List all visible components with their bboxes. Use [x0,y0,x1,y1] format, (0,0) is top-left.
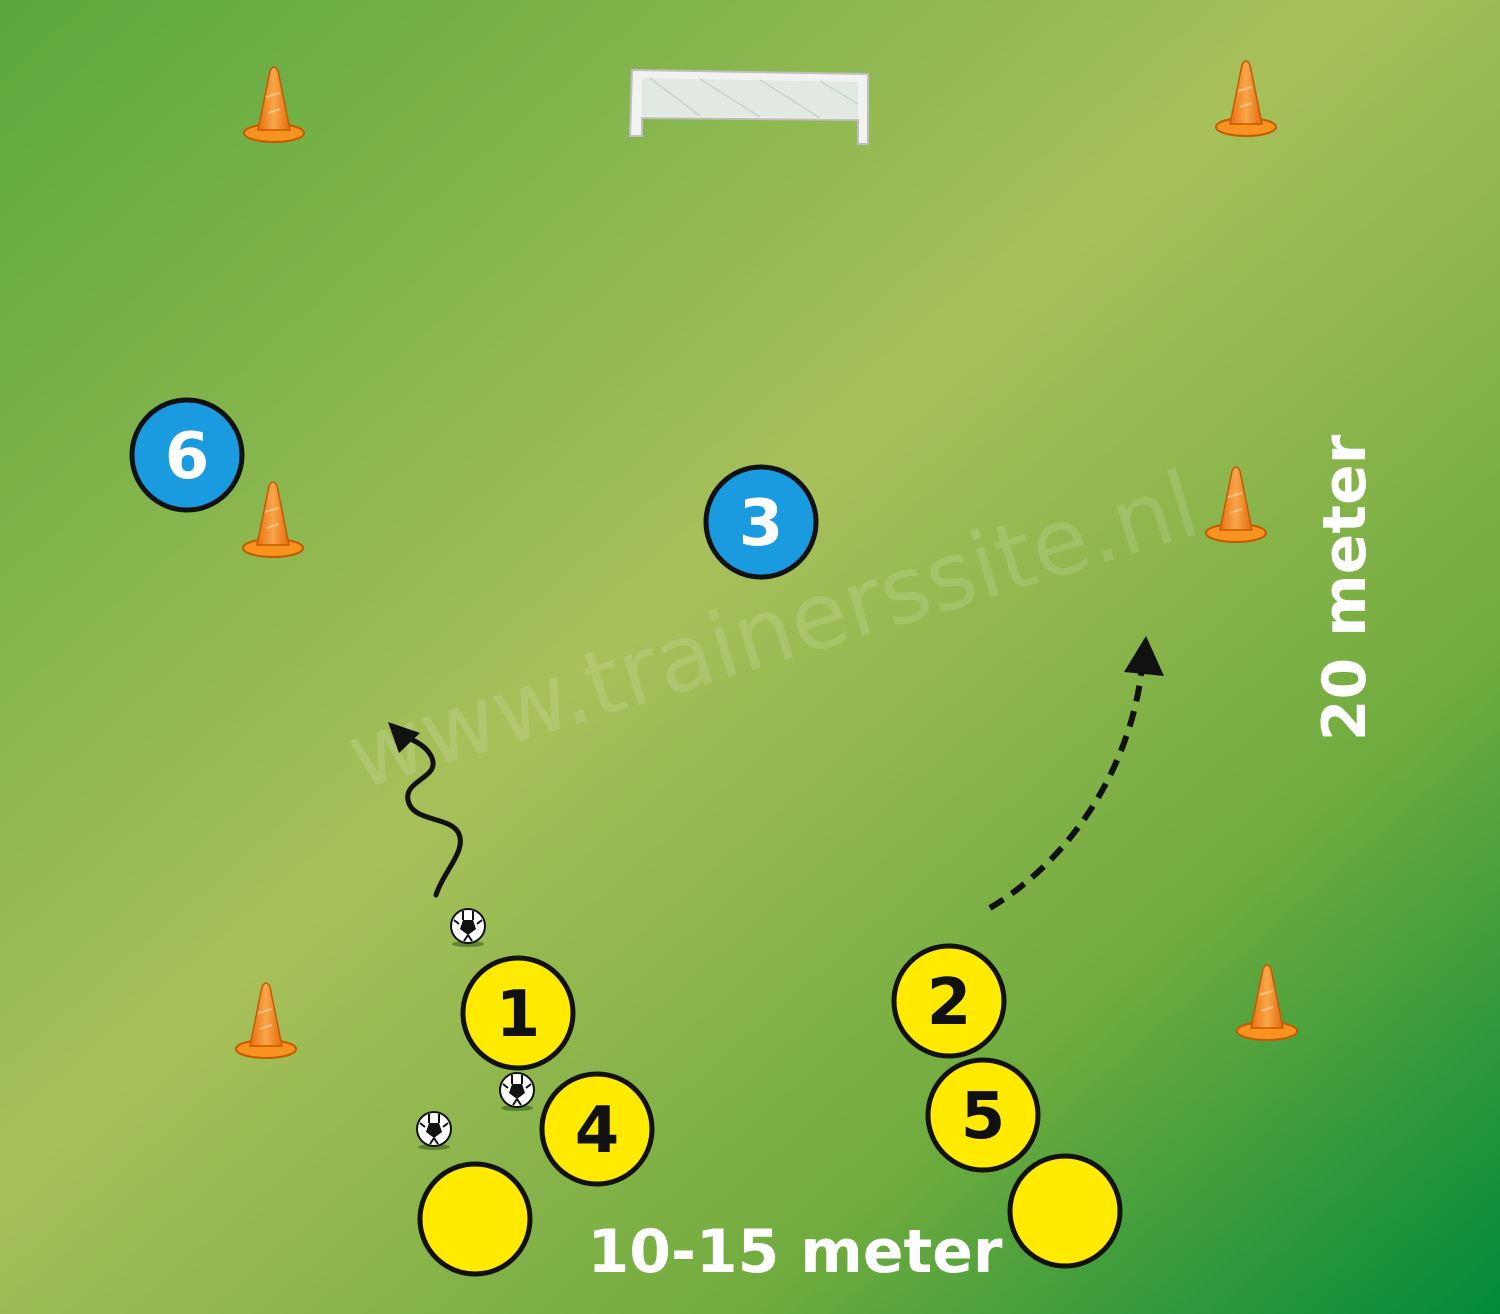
dribble-arrow-icon [388,722,463,898]
player-5: 5 [925,1057,1041,1173]
goal-icon [628,68,869,145]
player-unnumbered [1007,1153,1123,1269]
player-number: 2 [927,966,972,1040]
player-3: 3 [703,464,819,580]
player-2: 2 [891,943,1007,1059]
width-label: 10-15 meter [588,1217,1003,1287]
player-number: 3 [739,487,784,561]
player-unnumbered [417,1161,533,1277]
player-6: 6 [129,397,245,513]
player-number: 1 [496,978,541,1052]
player-number: 6 [165,420,210,494]
player-number: 4 [575,1094,620,1168]
length-label: 20 meter [1310,434,1380,741]
player-number: 5 [961,1080,1006,1154]
player-4: 4 [539,1071,655,1187]
run-arrow-icon [988,636,1164,911]
player-1: 1 [460,955,576,1071]
